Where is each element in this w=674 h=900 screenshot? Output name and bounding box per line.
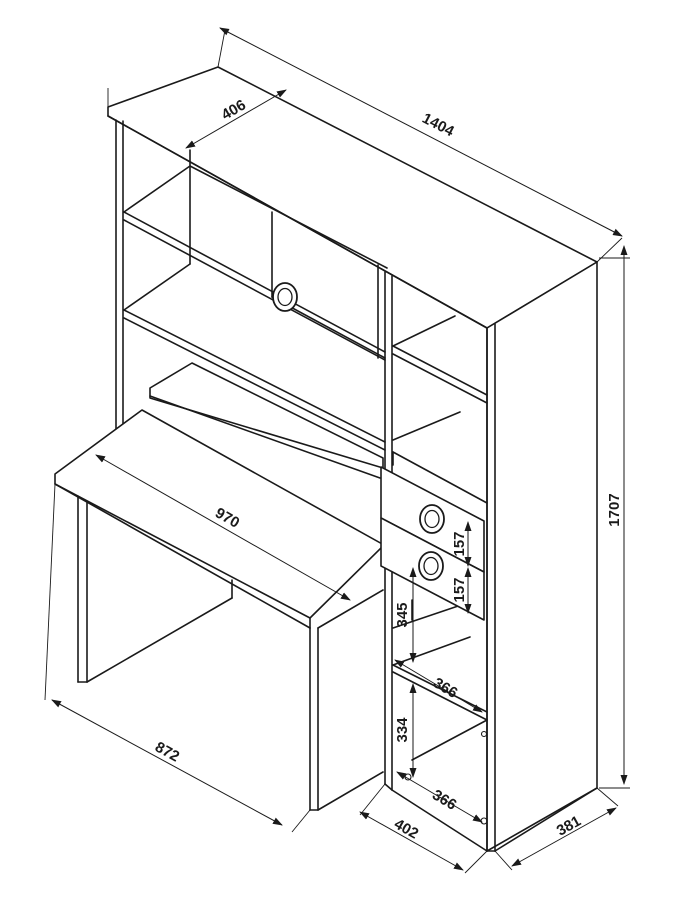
hutch-left-side xyxy=(115,119,124,433)
extension-lines xyxy=(44,29,630,874)
dim-label-157-top: 157 xyxy=(451,531,468,556)
dim-label-1404: 1404 xyxy=(419,110,457,141)
drawer-bottom-knob-icon xyxy=(418,551,444,581)
dim-line-366-upper xyxy=(394,659,483,713)
dim-label-366-lower: 366 xyxy=(429,786,459,813)
dim-line-970 xyxy=(95,454,351,601)
dim-line-406 xyxy=(185,89,287,149)
dim-label-1707: 1707 xyxy=(606,493,623,526)
dim-line-402 xyxy=(359,811,464,871)
dim-label-157-bottom: 157 xyxy=(451,577,468,602)
dim-label-334: 334 xyxy=(394,717,411,743)
drawer-top-knob-icon xyxy=(419,504,445,534)
dim-line-872 xyxy=(51,699,283,826)
hutch-top-panel xyxy=(107,66,598,329)
dim-label-345: 345 xyxy=(394,602,411,627)
dim-label-402: 402 xyxy=(391,816,421,843)
hutch-back-and-shelves xyxy=(123,149,388,451)
dim-label-381: 381 xyxy=(554,813,584,840)
dim-label-872: 872 xyxy=(152,739,182,766)
dim-line-366-lower xyxy=(396,771,483,823)
door-knob-icon xyxy=(272,282,298,312)
desk-right-panel xyxy=(309,589,384,811)
dim-line-1404 xyxy=(219,27,623,237)
dim-label-366-upper: 366 xyxy=(430,674,460,701)
dim-line-381 xyxy=(511,807,617,867)
